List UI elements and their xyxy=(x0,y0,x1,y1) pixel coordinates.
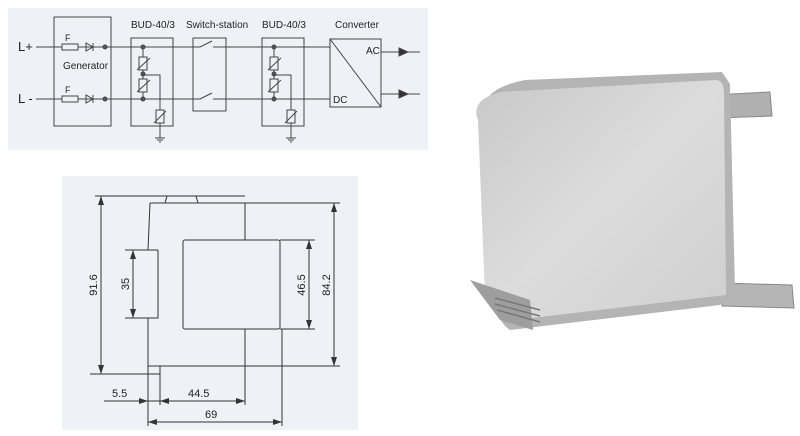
fuse-label: F xyxy=(65,85,71,95)
output-arrow-icon xyxy=(398,47,410,57)
dim-46-5: 46.5 xyxy=(296,274,308,295)
dc-label: DC xyxy=(333,95,347,106)
bud-label-1: BUD-40/3 xyxy=(131,20,175,31)
bud-box-2 xyxy=(261,37,305,127)
dim-84-2: 84.2 xyxy=(321,274,333,295)
label-l-plus: L+ xyxy=(18,39,33,54)
label-l-minus: L - xyxy=(18,91,33,106)
diode-icon xyxy=(85,94,95,104)
converter-label: Converter xyxy=(335,20,380,31)
generator-label: Generator xyxy=(63,61,109,72)
generator-box xyxy=(53,16,112,127)
switch-station-box xyxy=(192,37,227,112)
dim-91-6: 91.6 xyxy=(88,274,100,295)
ac-label: AC xyxy=(366,46,380,57)
bud-box-1 xyxy=(130,37,174,127)
fuse-icon xyxy=(61,95,79,103)
bud-label-2: BUD-40/3 xyxy=(262,20,306,31)
dimension-drawing: 91.6 35 46.5 84.2 5.5 44.5 69 xyxy=(62,176,358,430)
product-photo xyxy=(470,72,795,330)
output-arrow-icon xyxy=(398,89,410,99)
fuse-label: F xyxy=(65,33,71,43)
switch-station-label: Switch-station xyxy=(186,20,248,31)
diode-icon xyxy=(85,42,95,52)
dim-5-5: 5.5 xyxy=(112,388,127,400)
wiring-schematic xyxy=(8,8,428,150)
dim-35: 35 xyxy=(120,278,132,290)
fuse-icon xyxy=(61,43,79,51)
dim-69: 69 xyxy=(205,409,217,421)
dim-44-5: 44.5 xyxy=(188,388,209,400)
